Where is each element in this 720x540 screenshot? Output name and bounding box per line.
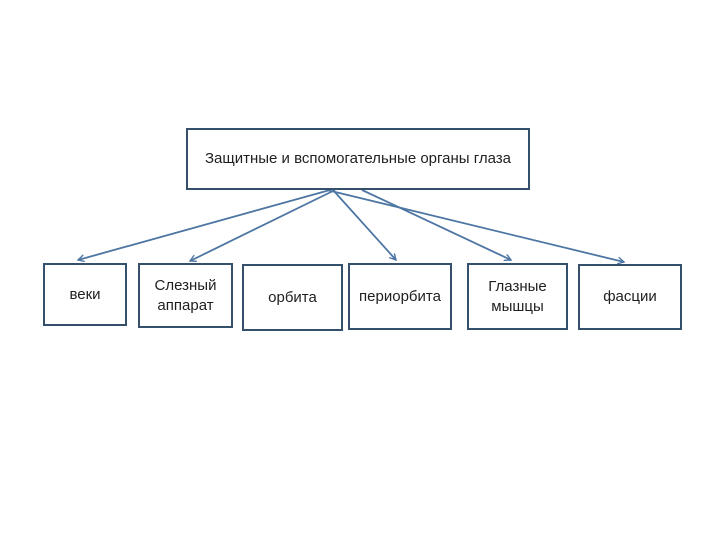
node-label: периорбита: [359, 287, 441, 305]
connector-root-to-veki: [78, 189, 331, 260]
node-veki: веки: [43, 263, 127, 326]
node-glaznye-myshcy: Глазные мышцы: [467, 263, 568, 330]
connector-root-to-glaznye-myshcy: [361, 189, 511, 260]
node-root: Защитные и вспомогательные органы глаза: [186, 128, 530, 190]
node-label: фасции: [603, 288, 657, 305]
node-periorbita: периорбита: [348, 263, 452, 330]
connector-root-to-fascii: [326, 189, 624, 262]
node-fascii: фасции: [578, 264, 682, 330]
connector-root-to-periorbita: [332, 189, 396, 260]
connector-root-to-sleznyj-apparat: [190, 189, 336, 261]
node-label: веки: [69, 285, 101, 303]
node-sleznyj-apparat: Слезный аппарат: [138, 263, 233, 328]
node-root-label: Защитные и вспомогательные органы глаза: [204, 150, 512, 167]
node-orbita: орбита: [242, 264, 343, 331]
node-label: орбита: [268, 288, 317, 306]
node-label: Глазные мышцы: [488, 277, 547, 315]
node-label: Слезный аппарат: [154, 276, 217, 314]
